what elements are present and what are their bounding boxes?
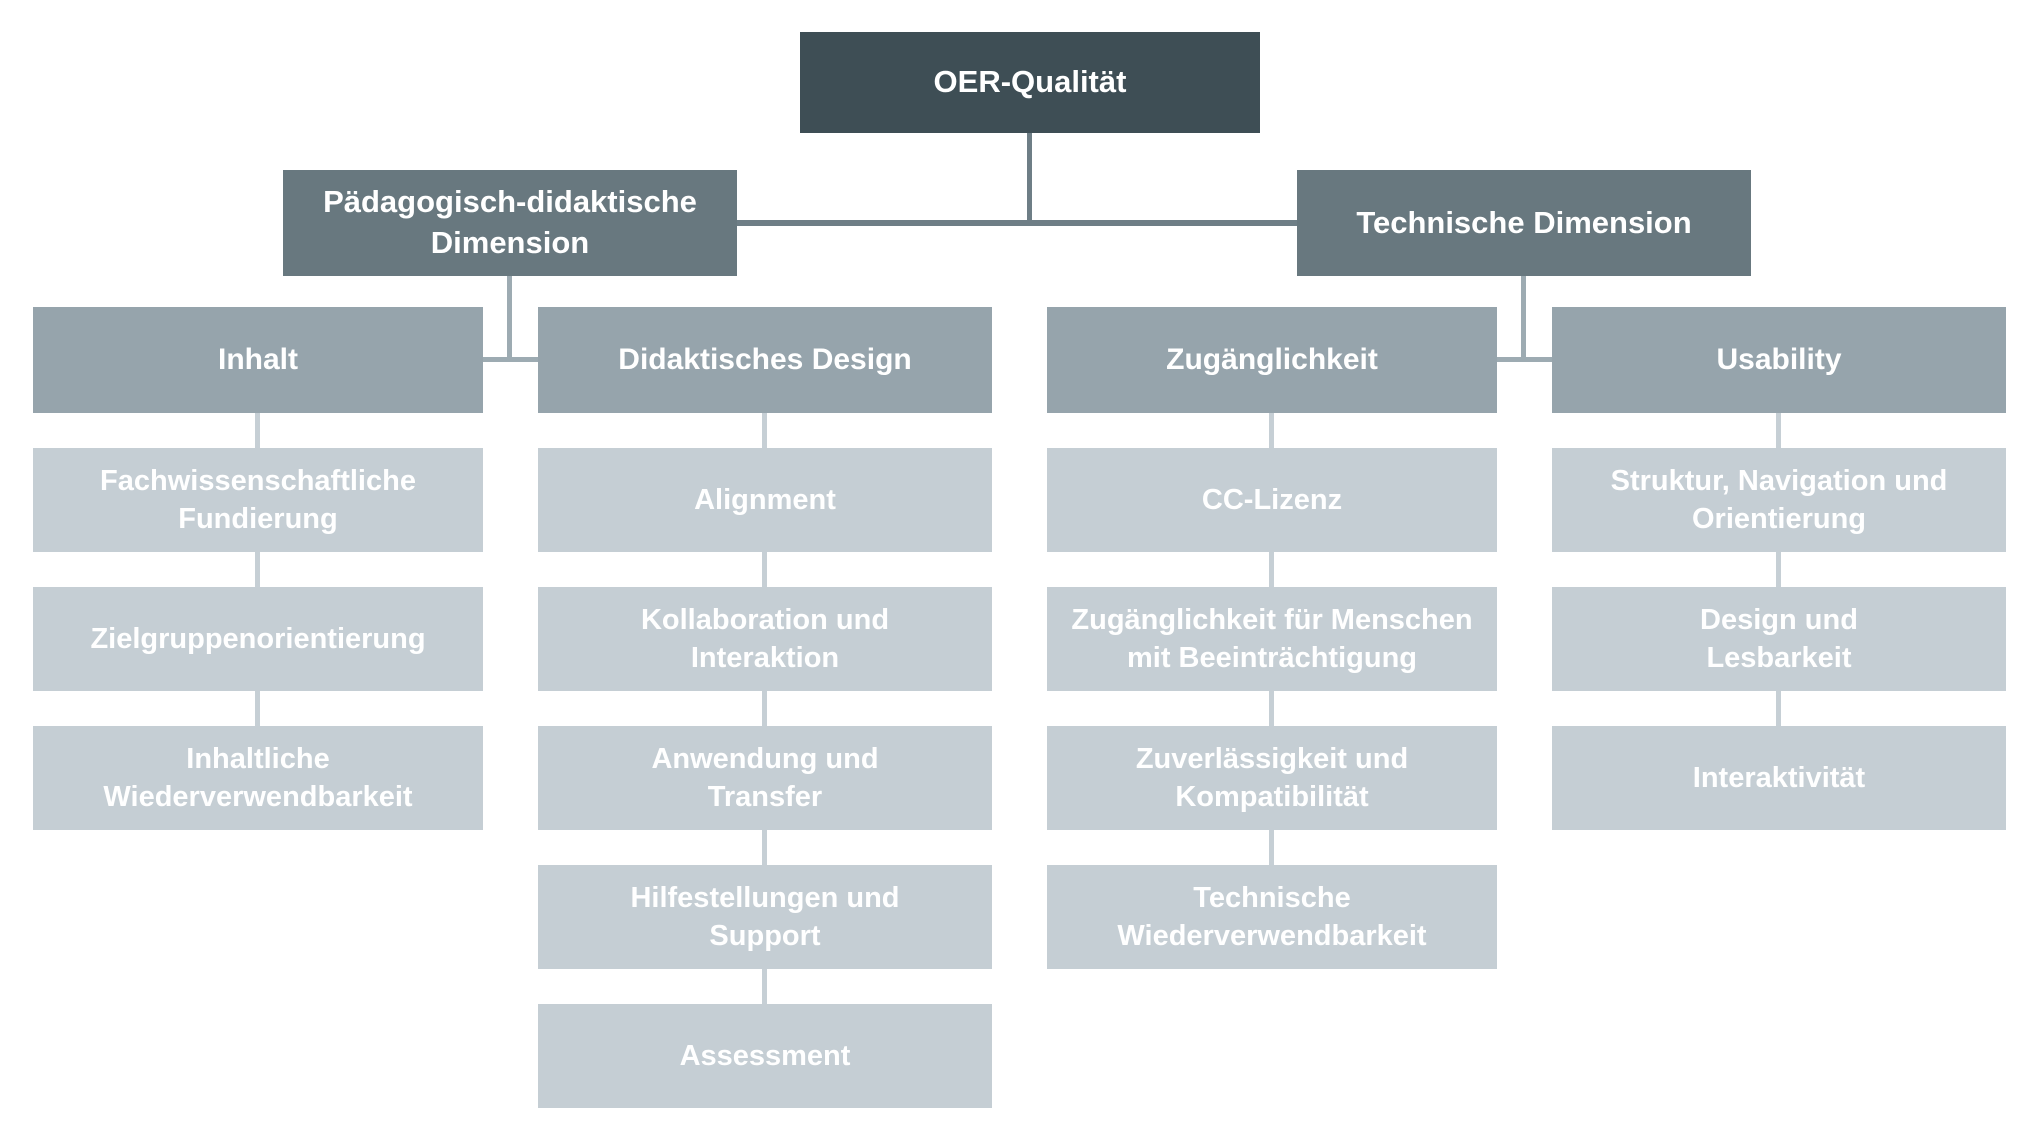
connector-col3-4 — [1269, 830, 1274, 865]
item-box-zugaenglichkeit-fuer-menschen: Zugänglichkeit für Menschen mit Beeinträ… — [1047, 587, 1497, 691]
connector-col3-2 — [1269, 552, 1274, 587]
connector-col2-4 — [762, 830, 767, 865]
item-box-hilfestellungen-und-support: Hilfestellungen und Support — [538, 865, 992, 969]
connector-technisch-vertical — [1521, 276, 1526, 362]
connector-col2-5 — [762, 969, 767, 1004]
connector-col2-1 — [762, 413, 767, 448]
dimension-box-technisch: Technische Dimension — [1297, 170, 1751, 276]
connector-paedagogisch-vertical — [507, 276, 512, 362]
item-box-fachwissenschaftliche-fundierung: Fachwissenschaftliche Fundierung — [33, 448, 483, 552]
category-header-usability: Usability — [1552, 307, 2006, 413]
category-header-inhalt: Inhalt — [33, 307, 483, 413]
item-box-zuverlaessigkeit-und-kompatibilitaet: Zuverlässigkeit und Kompatibilität — [1047, 726, 1497, 830]
item-box-cc-lizenz: CC-Lizenz — [1047, 448, 1497, 552]
connector-technisch-horizontal — [1497, 357, 1552, 362]
item-box-technische-wiederverwendbarkeit: Technische Wiederverwendbarkeit — [1047, 865, 1497, 969]
connector-root-vertical — [1027, 133, 1032, 226]
connector-col4-3 — [1776, 691, 1781, 726]
connector-col1-1 — [255, 413, 260, 448]
item-box-interaktivitaet: Interaktivität — [1552, 726, 2006, 830]
item-box-kollaboration-und-interaktion: Kollaboration und Interaktion — [538, 587, 992, 691]
item-box-assessment: Assessment — [538, 1004, 992, 1108]
connector-col2-2 — [762, 552, 767, 587]
item-box-anwendung-und-transfer: Anwendung und Transfer — [538, 726, 992, 830]
connector-paedagogisch-horizontal — [483, 357, 538, 362]
item-box-inhaltliche-wiederverwendbarkeit: Inhaltliche Wiederverwendbarkeit — [33, 726, 483, 830]
connector-col3-3 — [1269, 691, 1274, 726]
connector-col3-1 — [1269, 413, 1274, 448]
connector-dimensions-horizontal — [737, 220, 1297, 226]
connector-col1-2 — [255, 552, 260, 587]
item-box-alignment: Alignment — [538, 448, 992, 552]
item-box-zielgruppenorientierung: Zielgruppenorientierung — [33, 587, 483, 691]
dimension-box-paedagogisch-didaktisch: Pädagogisch-didaktische Dimension — [283, 170, 737, 276]
category-header-didaktisches-design: Didaktisches Design — [538, 307, 992, 413]
connector-col1-3 — [255, 691, 260, 726]
item-box-design-und-lesbarkeit: Design und Lesbarkeit — [1552, 587, 2006, 691]
item-box-struktur-navigation-orientierung: Struktur, Navigation und Orientierung — [1552, 448, 2006, 552]
category-header-zugaenglichkeit: Zugänglichkeit — [1047, 307, 1497, 413]
connector-col4-2 — [1776, 552, 1781, 587]
root-box-oer-qualitaet: OER-Qualität — [800, 32, 1260, 133]
connector-col4-1 — [1776, 413, 1781, 448]
connector-col2-3 — [762, 691, 767, 726]
